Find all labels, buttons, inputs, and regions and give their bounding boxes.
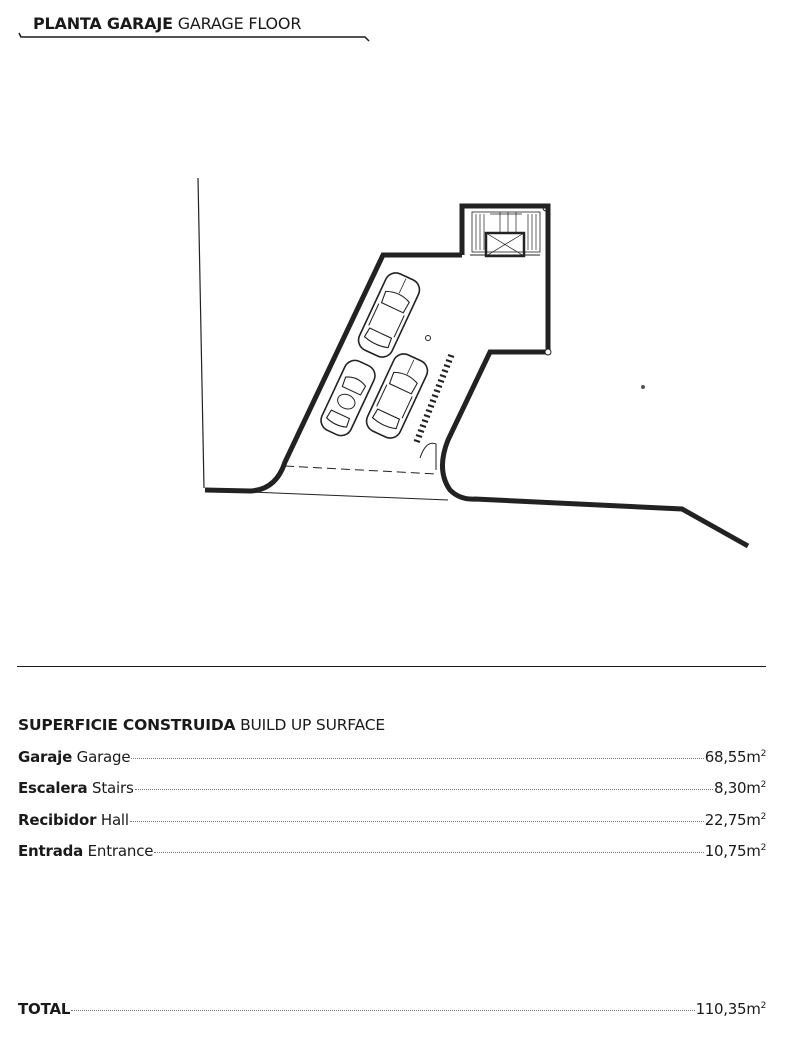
surface-row-total: TOTAL 110,35m2: [18, 1000, 766, 1022]
stair-core: [459, 203, 551, 258]
row-value: 68,55m2: [704, 748, 767, 766]
garage-wall-right: [440, 255, 750, 549]
row-value: 110,35m2: [695, 1000, 767, 1018]
row-label: Garaje Garage: [18, 748, 131, 766]
row-label: Recibidor Hall: [18, 811, 129, 829]
surface-title: SUPERFICIE CONSTRUIDA BUILD UP SURFACE: [18, 716, 385, 734]
row-label: Escalera Stairs: [18, 779, 134, 797]
row-label: TOTAL: [18, 1000, 71, 1018]
surface-row-hall: Recibidor Hall 22,75m2: [18, 811, 766, 833]
entrance-edge: [249, 491, 449, 501]
page-title-bold: PLANTA GARAJE: [33, 14, 173, 33]
row-value: 8,30m2: [714, 779, 766, 797]
page-title-light: GARAGE FLOOR: [177, 14, 302, 33]
garage-door-line: [284, 465, 437, 475]
dot-leader: [71, 1010, 695, 1011]
garage-wall: [204, 252, 462, 494]
car-2: [320, 359, 376, 437]
surface-row-garage: Garaje Garage 68,55m2: [18, 748, 766, 770]
car-1: [357, 272, 421, 358]
column-marker: [425, 335, 431, 341]
section-divider: [17, 666, 766, 667]
dot-leader: [134, 789, 714, 790]
surface-row-stairs: Escalera Stairs 8,30m2: [18, 779, 766, 801]
header-underline: [18, 32, 370, 42]
row-value: 22,75m2: [704, 811, 767, 829]
row-label: Entrada Entrance: [18, 842, 154, 860]
dot-leader: [131, 758, 704, 759]
surface-title-bold: SUPERFICIE CONSTRUIDA: [18, 716, 236, 734]
site-boundary-left: [197, 177, 205, 489]
surface-row-entrance: Entrada Entrance 10,75m2: [18, 842, 766, 864]
surface-title-light: BUILD UP SURFACE: [240, 716, 385, 734]
page-header: PLANTA GARAJE GARAGE FLOOR: [18, 12, 370, 42]
dot-leader: [129, 821, 704, 822]
garage-floor-plan: [197, 177, 750, 549]
car-3: [365, 353, 429, 439]
dot-leader: [154, 852, 704, 853]
page-title: PLANTA GARAJE GARAGE FLOOR: [33, 14, 301, 33]
lift-shaft: [484, 231, 526, 258]
point-marker: [641, 385, 645, 389]
ramp-hatch: [413, 354, 455, 443]
row-value: 10,75m2: [704, 842, 767, 860]
